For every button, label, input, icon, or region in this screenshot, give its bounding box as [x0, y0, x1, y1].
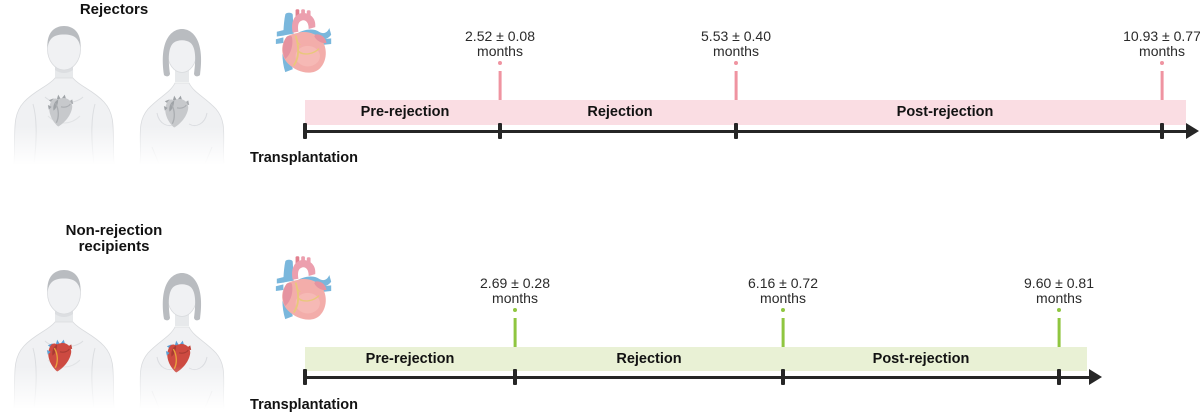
milestone-unit: months: [760, 290, 806, 306]
pin-marker-icon: [1160, 61, 1164, 65]
group-title-rejectors: Rejectors: [34, 2, 194, 18]
tick-mark: [781, 368, 785, 385]
segment-label-pre-rejection: Pre-rejection: [360, 104, 450, 120]
milestone-value: 10.93 ± 0.77: [1123, 28, 1200, 44]
group-title-line: Non-rejection: [65, 222, 163, 239]
pin-stem: [734, 70, 738, 100]
transplantation-label: Transplantation: [250, 397, 358, 413]
milestone-value: 9.60 ± 0.81: [1024, 275, 1094, 291]
milestone-unit: months: [492, 290, 538, 306]
pin-marker-icon: [1057, 308, 1061, 312]
anatomical-heart-icon: [274, 255, 334, 325]
milestone-value: 2.69 ± 0.28: [480, 275, 550, 291]
tick-mark: [734, 123, 738, 139]
transplanted-heart-icon: [164, 339, 194, 376]
segment-label-post-rejection: Post-rejection: [896, 104, 994, 120]
tick-mark: [1160, 123, 1164, 139]
tick-mark: [303, 123, 307, 139]
group-title-non-rejection: Non-rejection recipients: [34, 223, 194, 255]
timeline-axis: [303, 129, 1189, 133]
pin-stem: [1160, 70, 1164, 100]
pin-stem: [1057, 317, 1061, 347]
anatomical-heart-icon: [274, 8, 334, 78]
tick-mark: [513, 368, 517, 385]
pin-stem: [781, 317, 785, 347]
milestone-value: 6.16 ± 0.72: [748, 275, 818, 291]
timeline-band: [305, 347, 1087, 371]
timeline-band: [305, 100, 1186, 125]
milestone-value: 5.53 ± 0.40: [701, 28, 771, 44]
arrowhead-right-icon: [1089, 369, 1102, 385]
milestone-pin: 6.16 ± 0.72 months: [718, 275, 848, 347]
pin-marker-icon: [734, 61, 738, 65]
milestone-pin: 9.60 ± 0.81 months: [994, 275, 1124, 347]
milestone-unit: months: [477, 43, 523, 59]
segment-label-pre-rejection: Pre-rejection: [365, 351, 455, 367]
segment-label-post-rejection: Post-rejection: [872, 351, 970, 367]
milestone-unit: months: [713, 43, 759, 59]
pin-stem: [498, 70, 502, 100]
pin-marker-icon: [498, 61, 502, 65]
group-title-line: Rejectors: [79, 1, 149, 18]
pin-marker-icon: [513, 308, 517, 312]
tick-mark: [1057, 368, 1061, 385]
tick-mark: [498, 123, 502, 139]
milestone-value: 2.52 ± 0.08: [465, 28, 535, 44]
segment-label-rejection: Rejection: [587, 104, 653, 120]
transplantation-label: Transplantation: [250, 150, 358, 166]
segment-label-rejection: Rejection: [616, 351, 682, 367]
milestone-unit: months: [1036, 290, 1082, 306]
transplanted-heart-icon: [45, 338, 75, 375]
pin-marker-icon: [781, 308, 785, 312]
milestone-unit: months: [1139, 43, 1185, 59]
milestone-pin: 2.69 ± 0.28 months: [450, 275, 580, 347]
milestone-pin: 5.53 ± 0.40 months: [671, 28, 801, 100]
milestone-pin: 10.93 ± 0.77 months: [1097, 28, 1200, 100]
pin-stem: [513, 317, 517, 347]
timeline-axis: [303, 375, 1091, 379]
faded-heart-icon: [46, 93, 76, 130]
tick-mark: [303, 368, 307, 385]
faded-heart-icon: [162, 94, 192, 131]
arrowhead-right-icon: [1186, 123, 1199, 139]
group-title-line: recipients: [78, 238, 150, 255]
milestone-pin: 2.52 ± 0.08 months: [435, 28, 565, 100]
